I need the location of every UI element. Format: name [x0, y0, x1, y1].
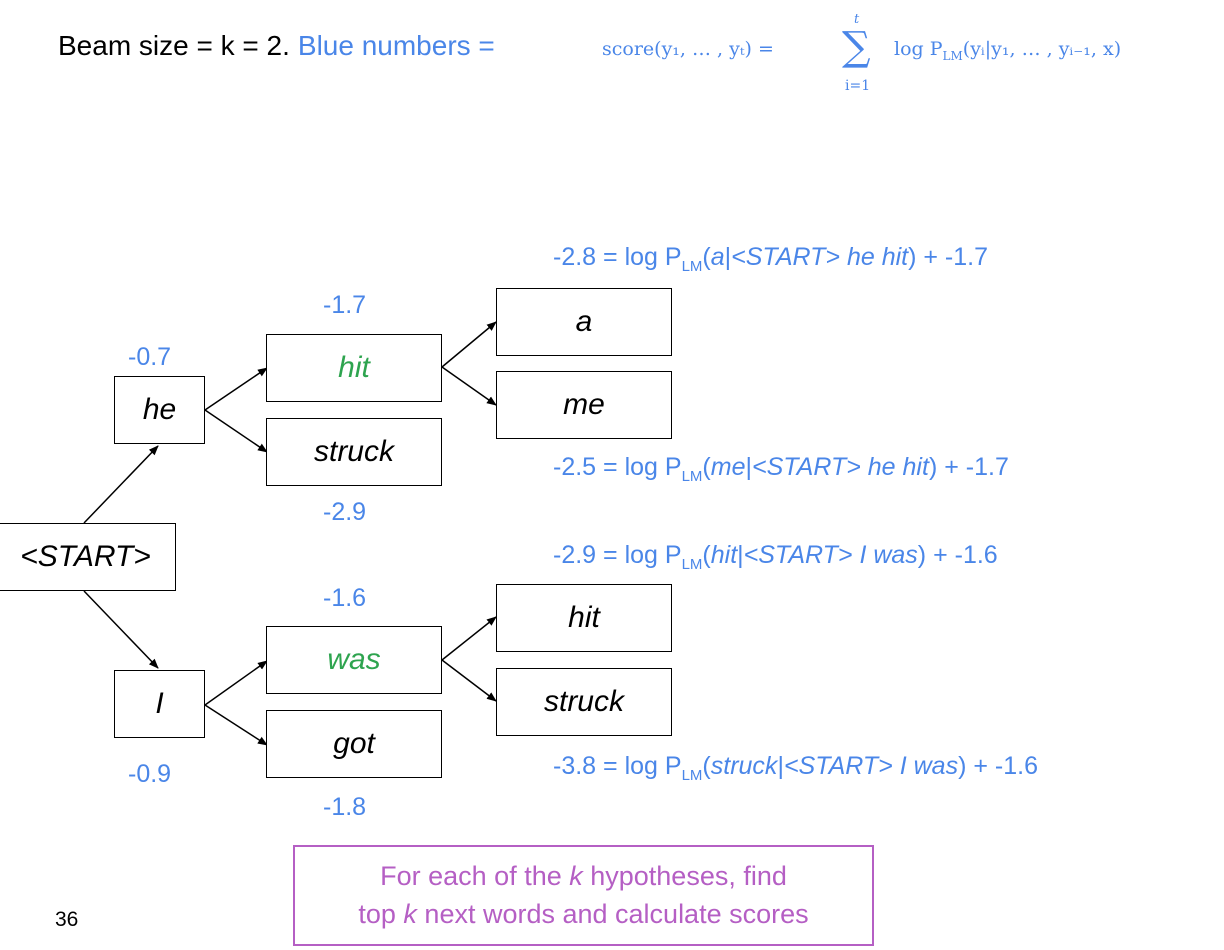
instruction-note: For each of the k hypotheses, find top k… [293, 845, 874, 946]
node-struck-2: struck [496, 668, 672, 736]
score-formula: score(y₁, … , yₜ) = t ∑ i=1 log PLM(yᵢ|y… [602, 8, 1222, 98]
edge-he-struck [204, 409, 268, 453]
score-i: -0.9 [128, 760, 172, 788]
header: Beam size = k = 2. Blue numbers = [58, 30, 495, 62]
score-he: -0.7 [128, 343, 172, 371]
node-me: me [496, 371, 672, 439]
edge-hit-a [441, 321, 497, 368]
formula-sum-bottom: i=1 [845, 78, 871, 94]
formula-sum-sign: ∑ [842, 24, 871, 70]
node-hit: hit [266, 334, 442, 402]
score-struck: -2.9 [323, 498, 367, 526]
node-a: a [496, 288, 672, 356]
node-struck: struck [266, 418, 442, 486]
formula-rhs: log PLM(yᵢ|y₁, … , yᵢ₋₁, x) [894, 38, 1122, 63]
equation-hit: -2.9 = log PLM(hit|<START> I was) + -1.6 [553, 541, 998, 573]
edge-start-he [83, 445, 159, 524]
page-number: 36 [55, 908, 79, 931]
edge-was-hit [441, 616, 497, 661]
edge-i-got [204, 704, 268, 746]
node-start: <START> [0, 523, 176, 591]
node-i: I [114, 670, 205, 738]
beam-size-text: Beam size = k = 2. [58, 30, 290, 61]
score-hit: -1.7 [323, 291, 367, 319]
blue-numbers-label: Blue numbers = [297, 30, 495, 61]
node-he: he [114, 376, 205, 444]
note-line-1: For each of the k hypotheses, find [380, 861, 787, 891]
node-was: was [266, 626, 442, 694]
equation-struck: -3.8 = log PLM(struck|<START> I was) + -… [553, 752, 1038, 784]
node-hit-2: hit [496, 584, 672, 652]
score-was: -1.6 [323, 584, 367, 612]
equation-me: -2.5 = log PLM(me|<START> he hit) + -1.7 [553, 453, 1009, 485]
edge-was-struck [441, 659, 497, 702]
edge-i-was [204, 660, 268, 706]
edge-he-hit [204, 367, 268, 411]
note-line-2: top k next words and calculate scores [358, 899, 809, 929]
equation-a: -2.8 = log PLM(a|<START> he hit) + -1.7 [553, 243, 989, 275]
node-got: got [266, 710, 442, 778]
edge-hit-me [441, 366, 497, 406]
formula-sum-top: t [854, 12, 860, 27]
edge-start-i [83, 590, 159, 669]
formula-lhs: score(y₁, … , yₜ) = [602, 38, 774, 60]
score-got: -1.8 [323, 793, 367, 821]
